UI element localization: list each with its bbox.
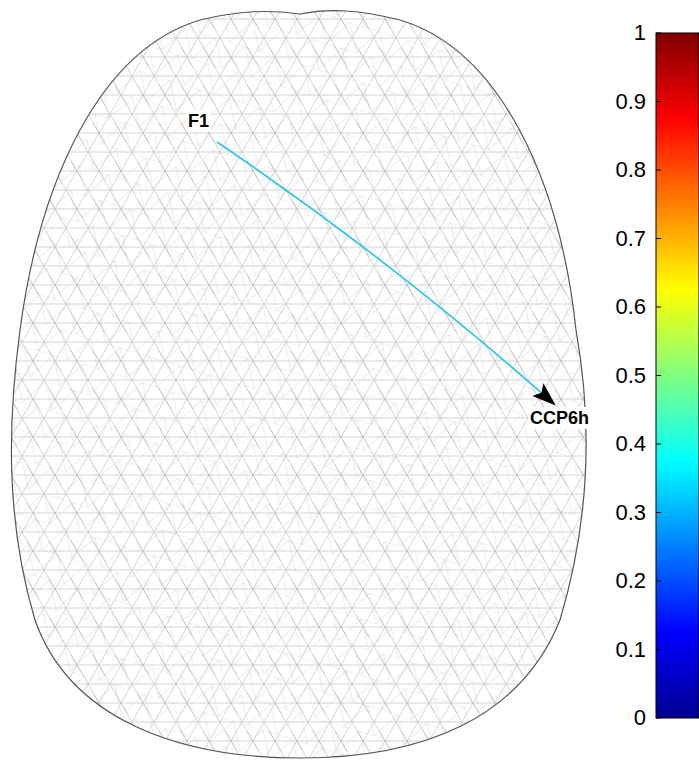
- colorbar-tick-label: 0.7: [615, 227, 646, 251]
- colorbar-tick-label: 0: [634, 706, 646, 730]
- electrode-name: CCP6h: [528, 407, 591, 429]
- colorbar-tick: [656, 444, 661, 445]
- colorbar-tick-label: 0.9: [615, 90, 646, 114]
- colorbar-tick: [656, 101, 661, 102]
- electrode-label: F1: [186, 110, 211, 132]
- colorbar-tick-label: 0.4: [615, 432, 646, 456]
- colorbar-tick-label: 1: [634, 21, 646, 45]
- colorbar-tick: [656, 375, 661, 376]
- colorbar-tick-label: 0.8: [615, 158, 646, 182]
- colorbar-tick: [656, 512, 661, 513]
- colorbar-tick-label: 0.2: [615, 569, 646, 593]
- colorbar: [656, 33, 699, 718]
- colorbar-tick: [656, 649, 661, 650]
- colorbar-tick-label: 0.3: [615, 501, 646, 525]
- colorbar-tick-label: 0.1: [615, 638, 646, 662]
- colorbar-tick: [656, 238, 661, 239]
- colorbar-tick: [656, 307, 661, 308]
- electrode-name: F1: [186, 110, 211, 132]
- connectivity-arrow: [217, 142, 554, 404]
- electrode-label: CCP6h: [528, 407, 591, 429]
- colorbar-tick: [656, 581, 661, 582]
- colorbar-tick: [656, 170, 661, 171]
- colorbar-tick: [656, 718, 661, 719]
- colorbar-tick-label: 0.6: [615, 295, 646, 319]
- colorbar-tick: [656, 33, 661, 34]
- colorbar-tick-label: 0.5: [615, 364, 646, 388]
